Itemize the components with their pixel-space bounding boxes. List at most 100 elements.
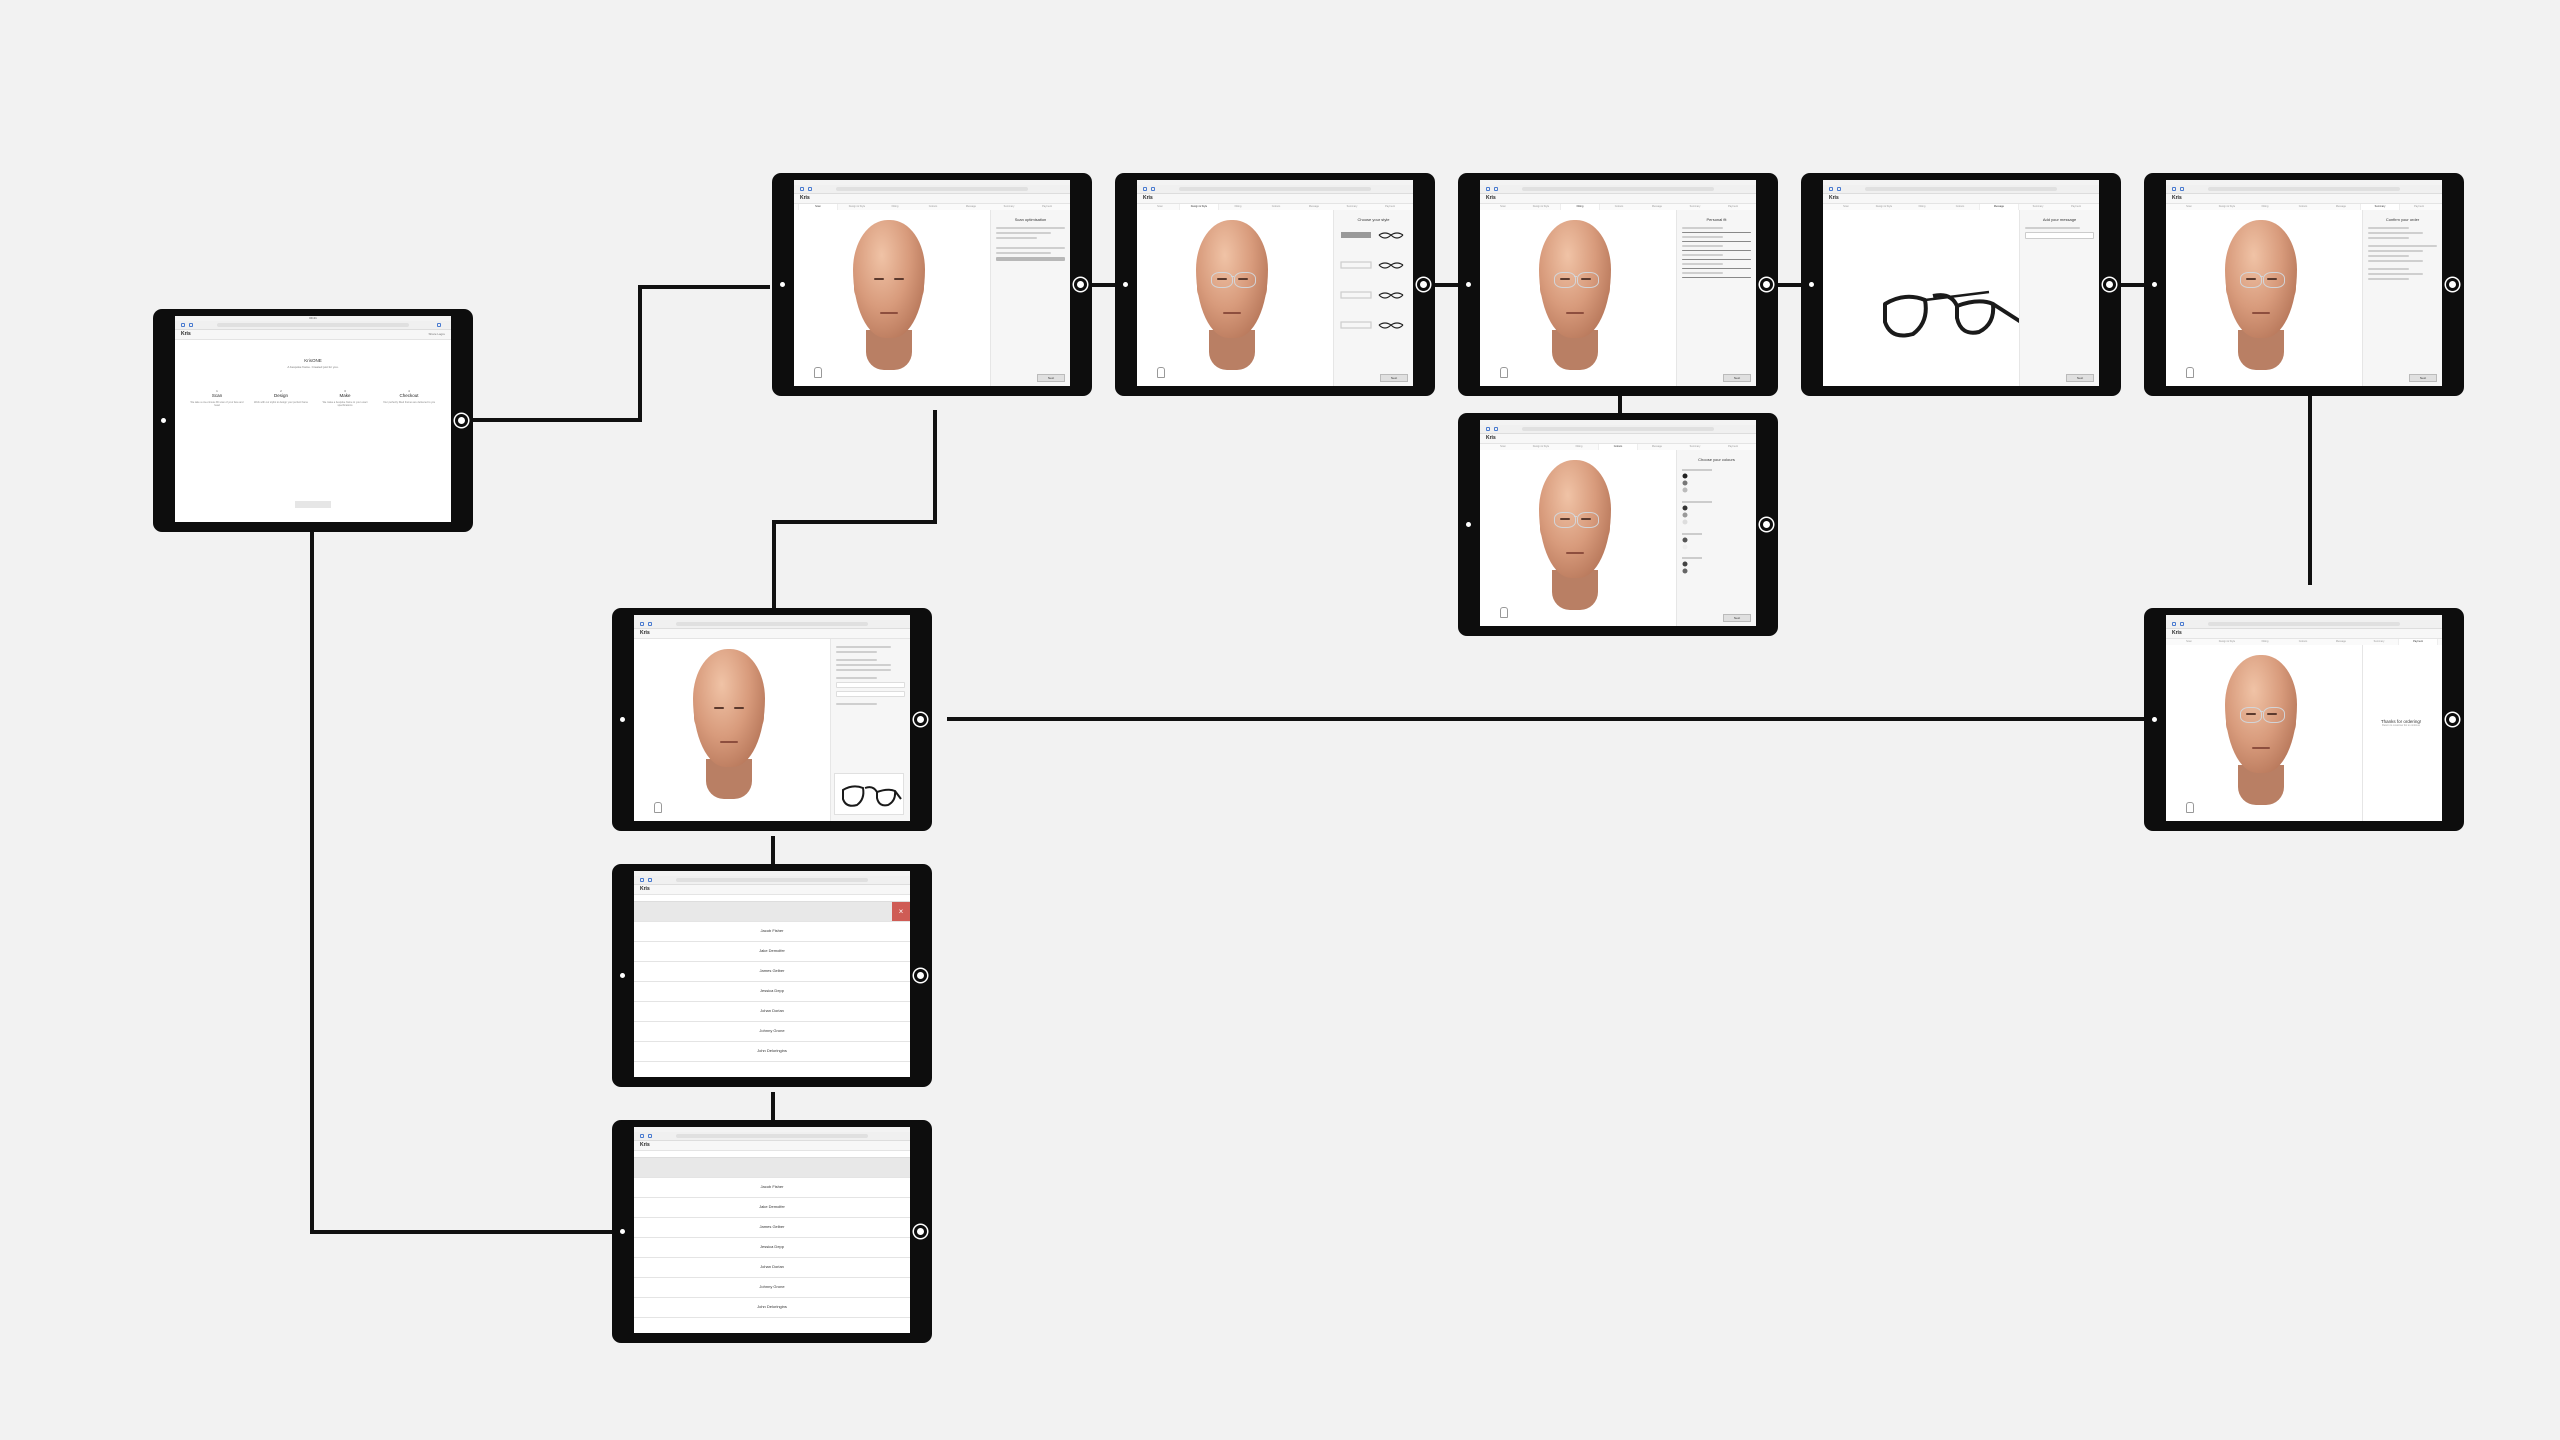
browser-bar (175, 321, 451, 330)
list-item[interactable]: Jake Demolfer (634, 942, 910, 962)
style-panel: Choose your style Next (1333, 210, 1413, 386)
next-button[interactable]: Next (2409, 374, 2437, 382)
scan-panel: Scan optimisation Next (990, 210, 1070, 386)
frame-style-options[interactable] (1339, 227, 1409, 347)
product-tagline: A bespoke frame. Created just for you. (287, 365, 339, 369)
header-actions[interactable]: Share Lagre (428, 332, 445, 336)
panel-title: Add your message (2042, 217, 2077, 222)
list-item[interactable]: Jessica Depp (634, 1238, 910, 1258)
start-button[interactable] (295, 501, 331, 508)
next-button[interactable]: Next (1380, 374, 1408, 382)
head-icon[interactable] (654, 802, 662, 813)
thanks-panel (2362, 645, 2442, 821)
face-model (1520, 220, 1630, 370)
brand-logo: Kris (2172, 195, 2182, 201)
flow-port-in (161, 418, 166, 423)
connector-welcome-list (310, 506, 615, 1234)
panel-title: Confirm your order (2385, 217, 2420, 222)
list-item[interactable]: James Gelber (634, 1218, 910, 1238)
brand-logo: Kris (181, 331, 191, 337)
list-item[interactable]: Jessica Depp (634, 982, 910, 1002)
face-model (2206, 655, 2316, 805)
connector-welcome-scan (438, 285, 770, 422)
face-viewport[interactable] (1480, 210, 1676, 386)
face-model (1177, 220, 1287, 370)
next-button[interactable]: Next (2066, 374, 2094, 382)
list-item[interactable]: Jacob Fisher (634, 922, 910, 942)
face-viewport[interactable] (794, 210, 990, 386)
list-item-swiped[interactable]: × (634, 902, 910, 922)
list-item[interactable]: John Deloringins (634, 1042, 910, 1062)
colour-panel: Choose your colours Next (1676, 450, 1756, 626)
product-title: KrisONE (304, 358, 322, 363)
face-viewport[interactable] (2166, 645, 2362, 821)
face-model (2206, 220, 2316, 370)
delete-button[interactable]: × (892, 902, 910, 921)
brand-logo: Kris (640, 1142, 650, 1148)
colour-swatches[interactable] (1682, 467, 1752, 597)
panel-title: Choose your colours (1698, 457, 1735, 462)
brand-logo: Kris (1143, 195, 1153, 201)
face-viewport[interactable] (2166, 210, 2362, 386)
list-item[interactable]: Johnny Grone (634, 1022, 910, 1042)
list-item[interactable]: John Deloringins (634, 1298, 910, 1318)
head-icon[interactable] (1157, 367, 1165, 378)
tablet-list-edit: Kris × Jacob Fisher Jake Demolfer James … (612, 864, 932, 1087)
next-button[interactable]: Next (1723, 614, 1751, 622)
next-button[interactable]: Next (1037, 374, 1065, 382)
next-button[interactable]: Next (1723, 374, 1751, 382)
flow-port-out (455, 414, 468, 427)
face-model (674, 649, 784, 799)
list-item[interactable]: Johnny Grone (634, 1278, 910, 1298)
head-icon[interactable] (1500, 367, 1508, 378)
brand-logo: Kris (640, 630, 650, 636)
face-viewport[interactable] (1480, 450, 1676, 626)
brand-logo: Kris (1486, 195, 1496, 201)
customer-panel (830, 639, 910, 821)
frame-viewport[interactable] (1823, 210, 2023, 386)
list-item[interactable]: Johan Dorian (634, 1002, 910, 1022)
panel-title: Personal fit (1706, 217, 1727, 222)
list-item[interactable]: Johan Dorian (634, 1258, 910, 1278)
face-viewport[interactable] (634, 639, 830, 821)
list-item[interactable]: Jacob Fisher (634, 1178, 910, 1198)
face-model (1520, 460, 1630, 610)
search-input[interactable] (634, 1149, 910, 1158)
brand-logo: Kris (1829, 195, 1839, 201)
search-input[interactable] (634, 893, 910, 902)
face-viewport[interactable] (1137, 210, 1333, 386)
head-icon[interactable] (1500, 607, 1508, 618)
list-item[interactable]: James Gelber (634, 962, 910, 982)
panel-title: Scan optimisation (1014, 217, 1047, 222)
brand-logo: Kris (640, 886, 650, 892)
message-input[interactable] (2025, 232, 2094, 239)
head-icon[interactable] (2186, 367, 2194, 378)
fit-panel: Personal fit Next (1676, 210, 1756, 386)
frame-thumbnail[interactable] (834, 773, 904, 815)
head-icon[interactable] (2186, 802, 2194, 813)
brand-logo: Kris (800, 195, 810, 201)
screen-customer: Kris Users > John Doe (634, 615, 910, 821)
head-icon[interactable] (814, 367, 822, 378)
list-item[interactable]: Jake Demolfer (634, 1198, 910, 1218)
thanks-message: Thanks for ordering! Return to customer … (2366, 719, 2436, 727)
list-item-selected[interactable] (634, 1158, 910, 1178)
thanks-title: Thanks for ordering! (2380, 719, 2422, 724)
customer-list: × Jacob Fisher Jake Demolfer James Gelbe… (634, 893, 910, 1077)
